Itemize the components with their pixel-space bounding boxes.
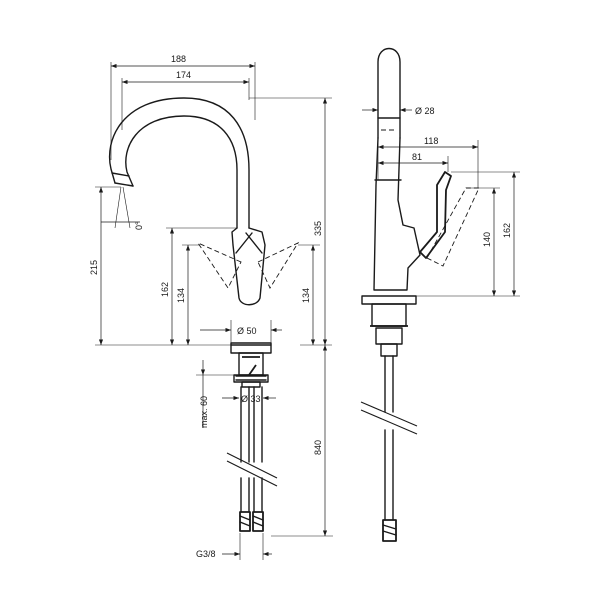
- dim-d28-label: Ø 28: [415, 106, 435, 116]
- spout-outline: [108, 97, 250, 229]
- lever-outline: [196, 241, 300, 289]
- dim-140-label: 140: [482, 232, 492, 247]
- dim-162-front-label: 162: [160, 282, 170, 297]
- dim-840: 840: [271, 345, 333, 537]
- dim-134-right-label: 134: [301, 288, 311, 303]
- side-view: Ø 28 118 81 140 162: [360, 47, 520, 542]
- side-body: [373, 137, 421, 291]
- dim-134-left-label: 134: [176, 288, 186, 303]
- dim-215-label: 215: [89, 260, 99, 275]
- dim-188-label: 188: [171, 54, 186, 64]
- dim-d28: Ø 28: [362, 106, 435, 116]
- dim-174: 174: [121, 70, 250, 130]
- dim-162-side: 162: [451, 171, 520, 296]
- dim-118-label: 118: [424, 136, 438, 146]
- spray-mark: [114, 186, 131, 229]
- dim-g38: G3/8: [196, 533, 272, 560]
- side-hose: [360, 355, 418, 542]
- dim-134-left: 134: [176, 244, 200, 345]
- dim-335-label: 335: [313, 221, 323, 236]
- dim-d50-label: Ø 50: [237, 326, 257, 336]
- dim-max60: max. 60: [196, 360, 234, 428]
- dim-81-label: 81: [412, 152, 422, 162]
- side-base: [361, 295, 417, 357]
- dim-81: 81: [378, 152, 449, 172]
- dim-188: 188: [110, 54, 256, 160]
- dim-max60-label: max. 60: [199, 396, 209, 428]
- dim-g38-label: G3/8: [196, 549, 216, 559]
- dim-162-side-label: 162: [502, 223, 512, 238]
- front-view: 188 174 335 215 0° 162: [89, 54, 333, 560]
- dim-d33: Ø 33: [222, 394, 276, 404]
- dim-d50: Ø 50: [200, 320, 282, 343]
- dim-335: 335: [249, 97, 332, 346]
- dim-d33-label: Ø 33: [241, 394, 261, 404]
- side-lever: [419, 171, 480, 267]
- base-assembly: [230, 342, 272, 388]
- dim-215: 215 0°: [89, 186, 231, 346]
- dim-140: 140: [416, 187, 520, 297]
- dim-118: 118: [377, 136, 479, 188]
- mixer-body: [231, 227, 266, 306]
- dim-134-right: 134: [298, 244, 320, 345]
- spray-angle-label: 0°: [134, 221, 144, 230]
- dim-174-label: 174: [176, 70, 191, 80]
- dim-162-front: 162: [160, 227, 237, 345]
- supply-hoses: [226, 386, 278, 532]
- dim-840-label: 840: [313, 440, 323, 455]
- side-spout: [377, 47, 401, 139]
